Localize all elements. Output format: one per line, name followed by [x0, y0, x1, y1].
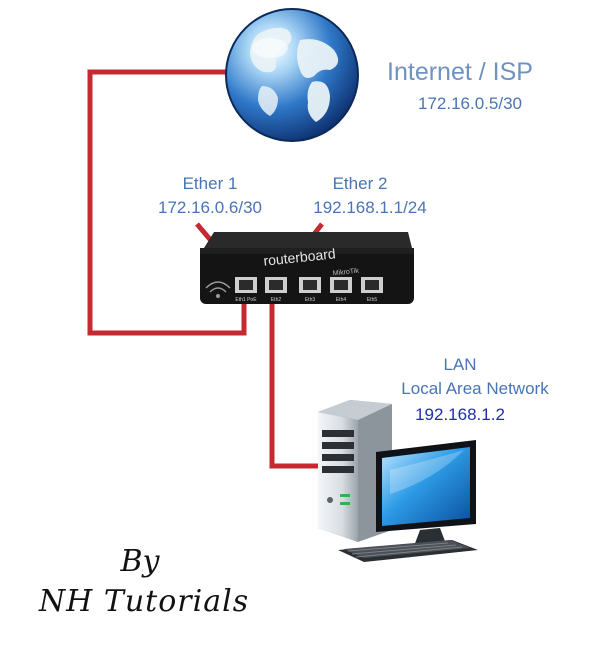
ether2-ip: 192.168.1.1/24 — [313, 198, 427, 217]
router-device: routerboard MikroTik Eth1 PoE Eth2 Eth3 … — [200, 232, 414, 304]
router-port-eth4 — [330, 277, 352, 293]
router-port-eth1 — [235, 277, 257, 293]
port-label-eth2: Eth2 — [271, 297, 282, 303]
ether1-ip: 172.16.0.6/30 — [158, 198, 262, 217]
internet-isp-ip: 172.16.0.5/30 — [418, 94, 522, 113]
router-port-eth5 — [361, 277, 383, 293]
lan-subtitle: Local Area Network — [401, 379, 549, 398]
router-brand-text: routerboard — [263, 245, 337, 268]
router-vendor-text: MikroTik — [332, 268, 359, 278]
globe-icon — [225, 8, 359, 142]
lan-title: LAN — [443, 355, 477, 374]
credit-author: NH Tutorials — [38, 584, 250, 619]
desktop-pc-icon — [318, 400, 478, 562]
pc-monitor — [376, 440, 476, 552]
cable-ether2-to-pc — [269, 296, 318, 469]
pc-keyboard — [338, 540, 478, 562]
lan-ip: 192.168.1.2 — [415, 405, 505, 424]
ether1-label: Ether 1 — [182, 174, 238, 193]
port-label-eth1: Eth1 PoE — [235, 297, 257, 303]
port-label-eth4: Eth4 — [336, 297, 347, 303]
cable-internet-to-ether1 — [87, 69, 247, 336]
port-label-eth5: Eth5 — [367, 297, 378, 303]
internet-isp-title: Internet / ISP — [387, 58, 533, 86]
credit-by: By — [120, 544, 160, 579]
ether2-label: Ether 2 — [332, 174, 388, 193]
port-label-eth3: Eth3 — [305, 297, 316, 303]
router-port-eth3 — [299, 277, 321, 293]
router-port-eth2 — [265, 277, 287, 293]
pc-tower — [318, 400, 392, 542]
